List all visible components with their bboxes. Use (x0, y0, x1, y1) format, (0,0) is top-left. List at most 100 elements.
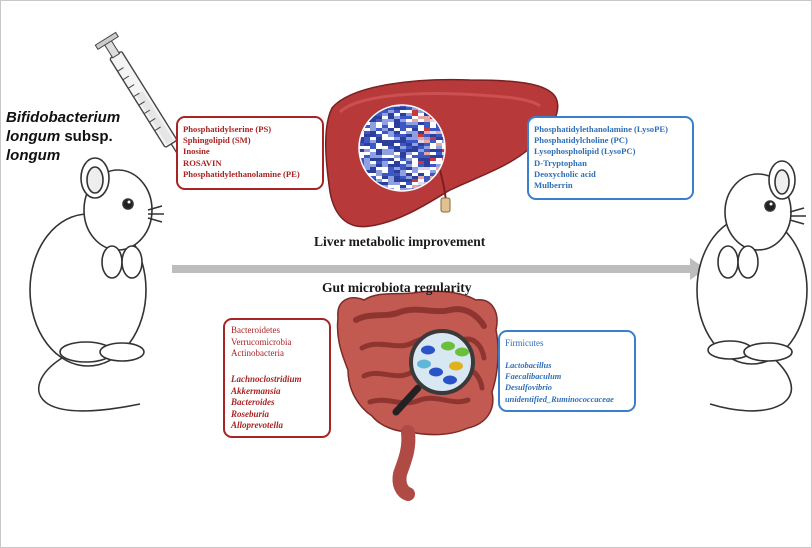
heatmap-cell (376, 167, 382, 170)
heatmap-cell (430, 152, 436, 155)
heatmap-cell (388, 125, 394, 128)
heatmap-cell (412, 155, 418, 158)
heatmap-cell (376, 140, 382, 143)
heatmap-cell (430, 140, 436, 143)
heatmap-cell (424, 128, 430, 131)
heatmap-cell (406, 179, 412, 182)
heatmap-cell (370, 140, 376, 143)
heatmap-cell (400, 155, 406, 158)
heatmap-cell (370, 167, 376, 170)
heatmap-cell (424, 149, 430, 152)
heatmap-cell (394, 131, 400, 134)
heatmap-cell (388, 185, 394, 188)
heatmap-cell (418, 176, 424, 179)
heatmap-cell (394, 143, 400, 146)
bacteria-blob (417, 359, 431, 369)
heatmap-cell (418, 122, 424, 125)
heatmap-cell (406, 170, 412, 173)
heatmap-cell (430, 137, 436, 140)
heatmap-cell (388, 140, 394, 143)
heatmap-cell (424, 173, 430, 176)
list-item: ROSAVIN (183, 157, 222, 168)
heatmap-cell (388, 122, 394, 125)
heatmap-cell (376, 149, 382, 152)
heatmap-cell (370, 143, 376, 146)
gut-up-box (223, 318, 331, 438)
heatmap-cell (406, 110, 412, 113)
heatmap-cell (370, 149, 376, 152)
heatmap-cell (388, 128, 394, 131)
heatmap-cell (394, 128, 400, 131)
heatmap-cell (382, 113, 388, 116)
list-item: Phosphatidylserine (PS) (183, 124, 272, 134)
heatmap-cell (376, 176, 382, 179)
heatmap-cell (406, 149, 412, 152)
bacteria-blob (449, 361, 463, 371)
heatmap-cell (388, 152, 394, 155)
heatmap-cell (382, 167, 388, 170)
heatmap-cell (382, 182, 388, 185)
heatmap-cell (400, 161, 406, 164)
heatmap-cell (436, 149, 442, 152)
list-item: Phosphatidylethanolamine (LysoPE) (534, 124, 668, 134)
heatmap-cell (388, 116, 394, 119)
mouse-icon-left (29, 157, 164, 412)
heatmap-cell (418, 152, 424, 155)
heatmap-cell (424, 140, 430, 143)
heatmap-cell (406, 125, 412, 128)
heatmap-cell (412, 167, 418, 170)
heatmap-cell (406, 137, 412, 140)
heatmap-cell (430, 146, 436, 149)
heatmap-cell (364, 170, 370, 173)
heatmap-cell (412, 158, 418, 161)
heatmap-cell (424, 134, 430, 137)
heatmap-cell (412, 176, 418, 179)
list-item: D-Tryptophan (534, 157, 587, 168)
heatmap-cell (388, 161, 394, 164)
heatmap-cell (418, 149, 424, 152)
heatmap-cell (370, 173, 376, 176)
heatmap-cell (382, 176, 388, 179)
heatmap-cell (412, 173, 418, 176)
bacteria-blob (443, 375, 457, 385)
heatmap-cell (424, 119, 430, 122)
heatmap-cell (388, 164, 394, 167)
heatmap-cell (364, 134, 370, 137)
heatmap-cell (370, 146, 376, 149)
heatmap-cell (406, 113, 412, 116)
heatmap-cell (406, 176, 412, 179)
heatmap-cell (418, 164, 424, 167)
heatmap-cell (376, 125, 382, 128)
heatmap-cell (418, 119, 424, 122)
heatmap-cell (412, 122, 418, 125)
liver-down-box (527, 116, 694, 200)
heatmap-cell (430, 161, 436, 164)
heatmap-cell (364, 131, 370, 134)
heatmap-cell (370, 125, 376, 128)
heatmap-cell (412, 113, 418, 116)
heatmap-cell (394, 119, 400, 122)
heatmap-cell (400, 143, 406, 146)
heatmap-cell (394, 179, 400, 182)
heatmap-cell (418, 143, 424, 146)
heatmap-cell (359, 146, 364, 149)
heatmap-cell (382, 128, 388, 131)
heatmap-cell (430, 167, 436, 170)
heatmap-cell (394, 173, 400, 176)
heatmap-cell (382, 152, 388, 155)
heatmap-cell (376, 179, 382, 182)
heatmap-cell (382, 137, 388, 140)
heatmap-cell (394, 164, 400, 167)
heatmap-cell (376, 119, 382, 122)
heatmap-cell (364, 146, 370, 149)
heatmap-cell (424, 161, 430, 164)
gut-down-box (498, 330, 636, 412)
heatmap-cell (388, 113, 394, 116)
heatmap-cell (400, 134, 406, 137)
heatmap-cell (364, 152, 370, 155)
heatmap-cell (359, 155, 364, 158)
heatmap-cell (388, 173, 394, 176)
heatmap-cell (424, 131, 430, 134)
heatmap-cell (364, 149, 370, 152)
heatmap-cell (394, 146, 400, 149)
